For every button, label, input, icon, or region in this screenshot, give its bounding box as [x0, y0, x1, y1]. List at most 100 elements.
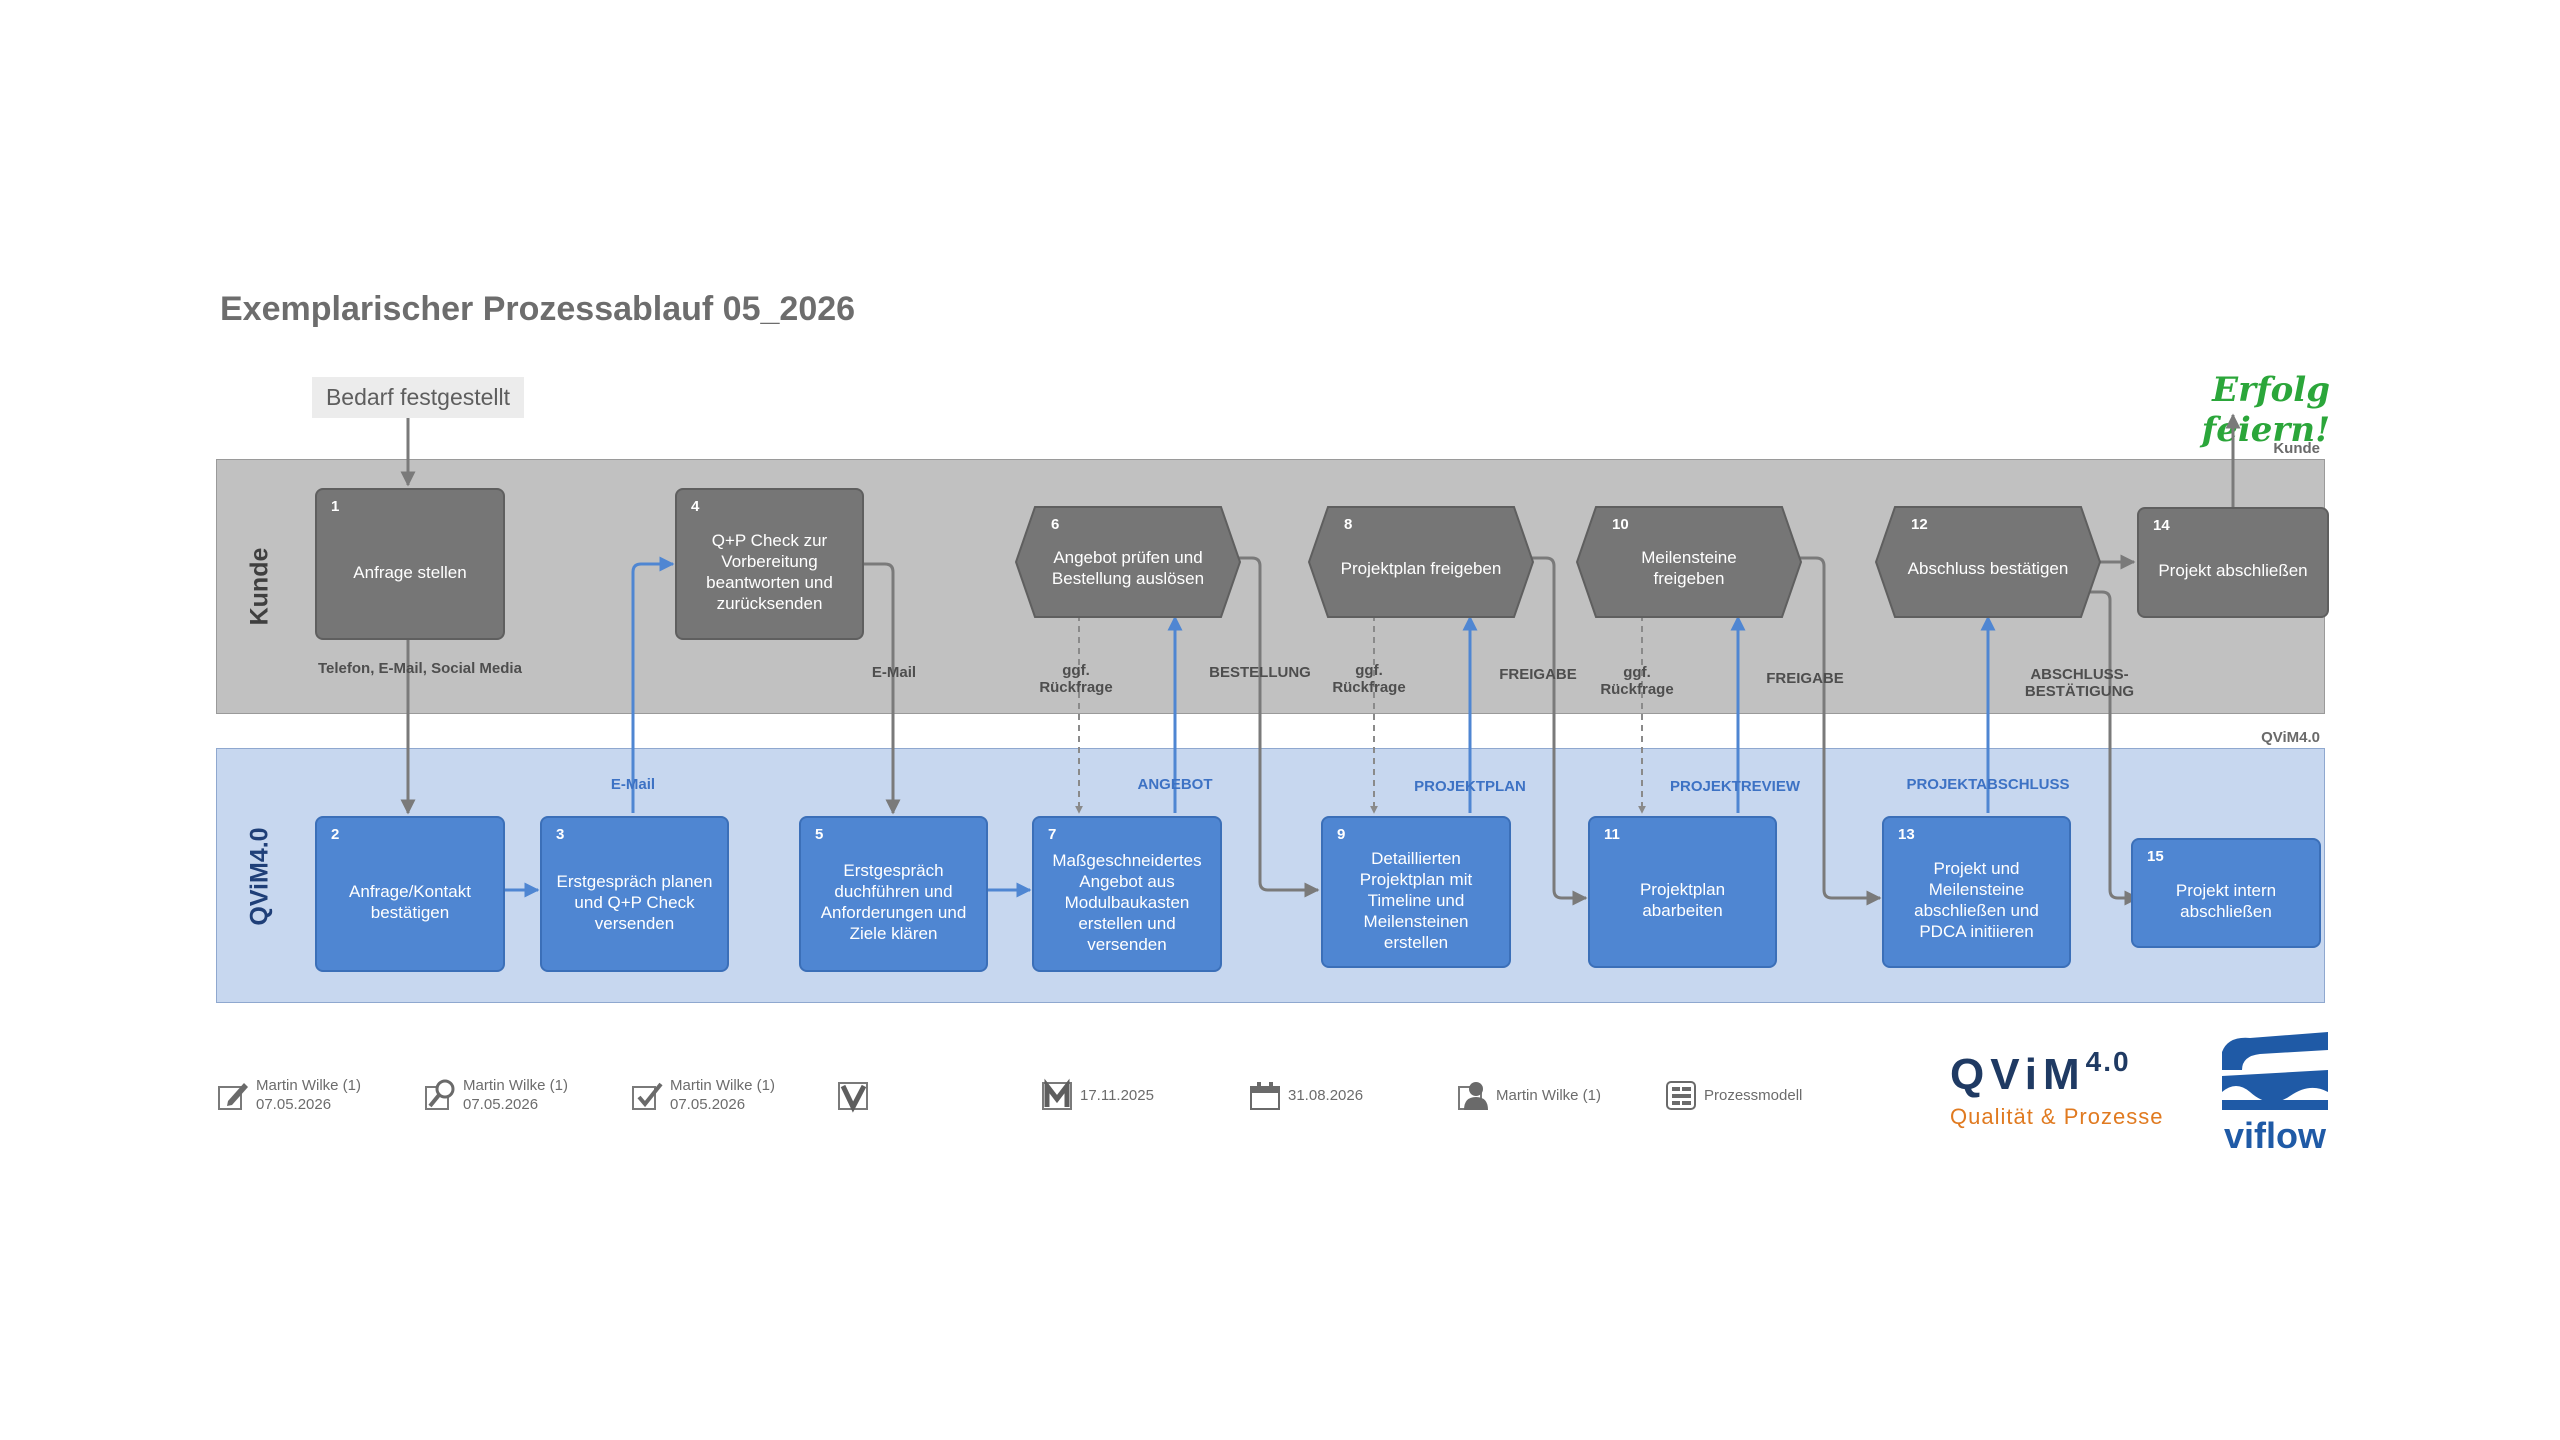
task-4[interactable]: 4 Q+P Check zur Vorbereitung beantworten…: [675, 488, 864, 640]
approve-icon: [632, 1082, 663, 1110]
footer-owner[interactable]: Martin Wilke (1): [1456, 1070, 1601, 1120]
footer-valid-date: 31.08.2026: [1288, 1086, 1364, 1104]
qvim-logo-tagline: Qualität & Prozesse: [1950, 1104, 2164, 1129]
flow-label-abschluss-bestaetigung: ABSCHLUSS-BESTÄTIGUNG: [2024, 666, 2135, 700]
footer-reviewed[interactable]: Martin Wilke (1)07.05.2026: [423, 1070, 568, 1120]
footer-model-text: Prozessmodell: [1704, 1086, 1803, 1104]
task-13[interactable]: 13 Projekt und Meilensteine abschließen …: [1882, 816, 2071, 968]
search-icon: [425, 1079, 455, 1110]
task-label: Q+P Check zur Vorbereitung beantworten u…: [706, 531, 833, 613]
flow-label-email-down: E-Mail: [871, 664, 917, 681]
footer-approved-date: 07.05.2026: [670, 1096, 746, 1113]
flow-8-11: [1532, 556, 1588, 906]
task-label: Abschluss bestätigen: [1907, 558, 2069, 578]
flow-label-rueckfrage-1: ggf. Rückfrage: [1039, 662, 1113, 696]
calendar-icon: [1250, 1082, 1280, 1110]
model-icon: [1666, 1081, 1696, 1110]
footer-modified[interactable]: 17.11.2025: [1040, 1070, 1154, 1120]
lane-tag-kunde: Kunde: [2273, 440, 2320, 457]
task-6[interactable]: 6 Angebot prüfen und Bestellung auslösen: [1015, 506, 1241, 618]
flow-label-projektplan: PROJEKTPLAN: [1414, 778, 1526, 795]
flow-label-angebot: ANGEBOT: [1137, 776, 1213, 793]
flow-10-13: [1800, 556, 1882, 906]
footer-approved[interactable]: Martin Wilke (1) 07.05.2026: [630, 1070, 775, 1120]
lane-tag-qvim: QViM4.0: [2261, 729, 2320, 746]
page-title: Exemplarischer Prozessablauf 05_2026: [220, 290, 856, 328]
task-number: 7: [1048, 826, 1057, 843]
task-label: Detaillierten Projektplan mit Timeline u…: [1359, 848, 1473, 952]
footer-model[interactable]: Prozessmodell: [1664, 1070, 1802, 1120]
task-label: Angebot prüfen und Bestellung auslösen: [1051, 548, 1205, 588]
task-label: Anfrage stellen: [353, 562, 467, 582]
viflow-logo-text: viflow: [2223, 1115, 2326, 1156]
footer-created-name: Martin Wilke (1): [256, 1077, 362, 1094]
flow-12-15: [2090, 590, 2140, 906]
task-2[interactable]: 2 Anfrage/Kontakt bestätigen: [315, 816, 505, 972]
person-icon: [1458, 1082, 1488, 1110]
task-8[interactable]: 8 Projektplan freigeben: [1308, 506, 1534, 618]
task-3[interactable]: 3 Erstgespräch planen und Q+P Check vers…: [540, 816, 729, 972]
flow-label-freigabe-1: FREIGABE: [1499, 666, 1577, 683]
task-9[interactable]: 9 Detaillierten Projektplan mit Timeline…: [1321, 816, 1511, 968]
end-event: Erfolg feiern!: [2201, 370, 2330, 450]
task-label: Anfrage/Kontakt bestätigen: [349, 882, 471, 922]
footer-reviewed-name: Martin Wilke (1): [463, 1077, 569, 1094]
qvim-logo-sup: 4.0: [2085, 1046, 2131, 1077]
flow-4-5: [864, 562, 901, 815]
task-5[interactable]: 5 Erstgespräch duchführen und Anforderun…: [799, 816, 988, 972]
footer-valid-until[interactable]: 31.08.2026: [1248, 1070, 1363, 1120]
qvim-logo-main: QViM: [1950, 1050, 2086, 1099]
task-label: Erstgespräch planen und Q+P Check versen…: [556, 871, 713, 933]
footer-modified-date: 17.11.2025: [1080, 1086, 1154, 1104]
edit-icon: [218, 1083, 248, 1110]
footer-owner-name: Martin Wilke (1): [1496, 1086, 1602, 1104]
task-number: 6: [1051, 516, 1060, 533]
task-number: 10: [1612, 516, 1629, 533]
task-14[interactable]: 14 Projekt abschließen: [2137, 507, 2329, 618]
footer-approved-name: Martin Wilke (1): [670, 1077, 776, 1094]
footer-version[interactable]: [836, 1070, 876, 1120]
task-label: Erstgespräch duchführen und Anforderunge…: [820, 861, 967, 943]
task-number: 8: [1344, 516, 1353, 533]
flow-label-projektreview: PROJEKTREVIEW: [1669, 778, 1801, 795]
modified-icon: [1042, 1078, 1072, 1110]
qvim-logo: QViM4.0 Qualität & Prozesse: [1950, 1046, 2164, 1130]
task-1[interactable]: 1 Anfrage stellen: [315, 488, 505, 640]
task-number: 14: [2153, 517, 2170, 534]
start-event[interactable]: Bedarf festgestellt: [312, 377, 524, 418]
task-15[interactable]: 15 Projekt intern abschließen: [2131, 838, 2321, 948]
flow-label-rueckfrage-3: ggf. Rückfrage: [1600, 664, 1674, 698]
task-number: 3: [556, 826, 565, 843]
task-number: 15: [2147, 848, 2164, 865]
task-number: 11: [1604, 826, 1620, 843]
task-12[interactable]: 12 Abschluss bestätigen: [1875, 506, 2101, 618]
task-label: Projekt und Meilensteine abschließen und…: [1914, 859, 2039, 941]
task-label: Meilensteine freigeben: [1641, 548, 1737, 588]
footer-created-date: 07.05.2026: [256, 1096, 332, 1113]
flow-label-bestellung: BESTELLUNG: [1209, 664, 1311, 681]
task-label: Projektplan freigeben: [1340, 558, 1502, 578]
task-number: 13: [1898, 826, 1915, 843]
task-7[interactable]: 7 Maßgeschneidertes Angebot aus Modulbau…: [1032, 816, 1222, 972]
task-number: 9: [1337, 826, 1346, 843]
viflow-logo: viflow: [2220, 1030, 2330, 1157]
flow-label-email-up: E-Mail: [610, 776, 656, 793]
task-label: Projektplan abarbeiten: [1639, 880, 1726, 920]
task-number: 1: [331, 498, 340, 515]
task-number: 12: [1911, 516, 1928, 533]
task-label: Projekt abschließen: [2158, 561, 2308, 580]
viflow-logo-mark: [2222, 1032, 2328, 1110]
flow-label-telefon: Telefon, E-Mail, Social Media: [318, 660, 522, 677]
task-10[interactable]: 10 Meilensteine freigeben: [1576, 506, 1802, 618]
flow-label-rueckfrage-2: ggf. Rückfrage: [1332, 662, 1406, 696]
task-number: 5: [815, 826, 824, 843]
flow-label-projektabschluss: PROJEKTABSCHLUSS: [1906, 776, 2070, 793]
task-label: Maßgeschneidertes Angebot aus Modulbauka…: [1052, 850, 1202, 954]
version-icon: [838, 1082, 868, 1113]
task-number: 2: [331, 826, 340, 843]
flow-3-4: [631, 556, 675, 813]
task-11[interactable]: 11 Projektplan abarbeiten: [1588, 816, 1777, 968]
footer-created[interactable]: Martin Wilke (1) 07.05.2026: [216, 1070, 361, 1120]
